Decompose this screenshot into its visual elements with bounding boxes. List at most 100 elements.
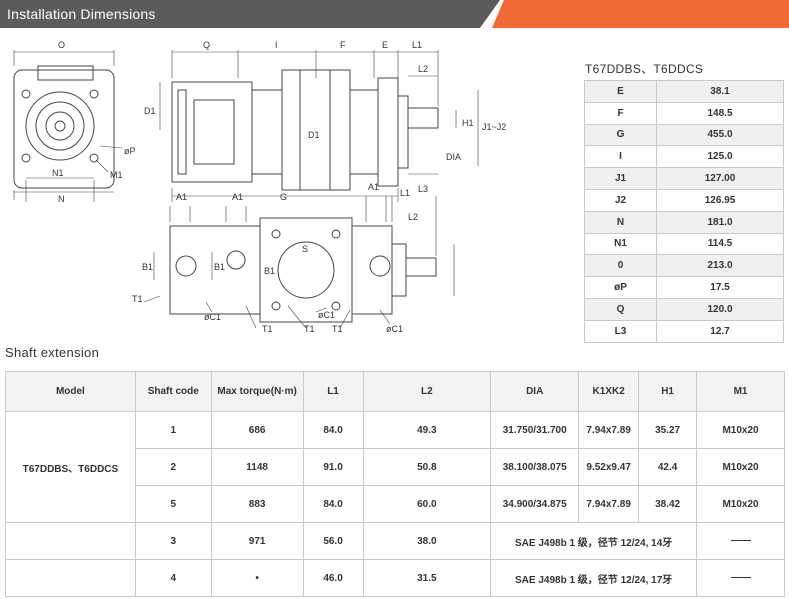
- shaft-table: Model Shaft code Max torque(N·m) L1 L2 D…: [5, 371, 785, 597]
- dim-a1-3: A1: [368, 182, 379, 192]
- banner-dark-band: [0, 0, 500, 28]
- col-header-max-torque: Max torque(N·m): [210, 371, 304, 412]
- max-torque: 883: [210, 485, 304, 523]
- dash-mark: [730, 540, 751, 542]
- m1-value: [696, 522, 785, 560]
- l2-value: 38.0: [362, 522, 492, 560]
- shaft-code: 5: [134, 485, 212, 523]
- m1-value: M10x20: [696, 485, 785, 523]
- dim-f: F: [340, 40, 346, 50]
- m1-value: M10x20: [696, 411, 785, 449]
- dim-a1-1: A1: [176, 192, 187, 202]
- spec-value: 38.1: [656, 80, 784, 103]
- banner-accent-band: [492, 0, 789, 28]
- bottom-view: [143, 196, 455, 329]
- dim-l1-bottom: L1: [400, 188, 410, 198]
- max-torque: 1148: [210, 448, 304, 486]
- l1-value: 91.0: [302, 448, 364, 486]
- max-torque: 971: [210, 522, 304, 560]
- h1-value: 42.4: [638, 448, 698, 486]
- spec-key: F: [584, 101, 657, 125]
- table-row: 4 • 46.0 31.5 SAE J498b 1 级，径节 12/24, 17…: [5, 559, 785, 597]
- shaft-code: 2: [134, 448, 212, 486]
- spec-value: 213.0: [656, 254, 784, 278]
- dia-value: 34.900/34.875: [490, 485, 580, 523]
- dia-value: 38.100/38.075: [490, 448, 580, 486]
- l1-value: 46.0: [302, 559, 364, 597]
- col-header-l1: L1: [302, 371, 364, 412]
- dim-g: G: [280, 192, 287, 202]
- dim-t1-3: T1: [304, 324, 315, 334]
- h1-value: 35.27: [638, 411, 698, 449]
- page-title: Installation Dimensions: [7, 6, 156, 22]
- dim-s: S: [302, 244, 308, 254]
- spline-spec: SAE J498b 1 级，径节 12/24, 14牙: [490, 522, 698, 560]
- dim-i: I: [275, 40, 278, 50]
- spec-value: 127.00: [656, 167, 784, 190]
- dim-a1-2: A1: [232, 192, 243, 202]
- spec-key: Q: [584, 297, 657, 321]
- dim-o: O: [58, 40, 65, 50]
- spec-key: øP: [584, 276, 657, 299]
- dim-q: Q: [203, 40, 210, 50]
- col-header-shaft-code: Shaft code: [134, 371, 212, 412]
- dim-d1-mid: D1: [308, 130, 320, 140]
- dim-m1: M1: [110, 170, 123, 180]
- table-row: T67DDBS、T6DDCS 1 686 84.0 49.3 31.750/31…: [5, 411, 785, 523]
- model-cell-empty: [5, 522, 136, 560]
- spec-value: 114.5: [656, 232, 784, 256]
- spec-key: J1: [584, 167, 657, 190]
- col-header-m1: M1: [696, 371, 785, 412]
- l2-value: 50.8: [362, 448, 492, 486]
- dash-mark: [730, 577, 751, 579]
- model-cell-empty: [5, 559, 136, 597]
- dim-n1: N1: [52, 168, 64, 178]
- table-header-row: Model Shaft code Max torque(N·m) L1 L2 D…: [5, 371, 785, 412]
- k-value: 9.52x9.47: [578, 448, 640, 486]
- installation-drawing: O N1 N M1 øP: [0, 30, 575, 342]
- spec-value: 181.0: [656, 210, 784, 234]
- l2-value: 31.5: [362, 559, 492, 597]
- spec-value: 12.7: [656, 319, 784, 343]
- spec-key: J2: [584, 188, 657, 212]
- dim-l2-bottom: L2: [408, 212, 418, 222]
- spec-value: 17.5: [656, 276, 784, 299]
- dim-l2-top: L2: [418, 64, 428, 74]
- section-banner: Installation Dimensions: [0, 0, 789, 28]
- spec-key: E: [584, 80, 657, 103]
- shaft-code: 3: [134, 522, 212, 560]
- l2-value: 49.3: [362, 411, 492, 449]
- col-header-k1xk2: K1XK2: [578, 371, 640, 412]
- dim-t1-2: T1: [262, 324, 273, 334]
- shaft-section-title: Shaft extension: [5, 345, 100, 360]
- spec-key: I: [584, 145, 657, 169]
- max-torque: •: [210, 559, 304, 597]
- k-value: 7.94x7.89: [578, 485, 640, 523]
- dim-d1-left: D1: [144, 106, 156, 116]
- dim-b1-2: B1: [214, 262, 225, 272]
- pump-dimension-drawing: O N1 N M1 øP: [13, 40, 506, 334]
- l1-value: 84.0: [302, 485, 364, 523]
- dim-c1-1: øC1: [204, 312, 221, 322]
- dim-b1-3: B1: [264, 266, 275, 276]
- spline-spec: SAE J498b 1 级，径节 12/24, 17牙: [490, 559, 698, 597]
- dim-l1-top: L1: [412, 40, 422, 50]
- side-view: [159, 50, 479, 202]
- dim-e: E: [382, 40, 388, 50]
- k-value: 7.94x7.89: [578, 411, 640, 449]
- spec-value: 126.95: [656, 188, 784, 212]
- spec-value: 125.0: [656, 145, 784, 169]
- dim-c1-3: øC1: [386, 324, 403, 334]
- dim-c1-2: øC1: [318, 310, 335, 320]
- dim-dia: DIA: [446, 152, 461, 162]
- dim-l3: L3: [418, 184, 428, 194]
